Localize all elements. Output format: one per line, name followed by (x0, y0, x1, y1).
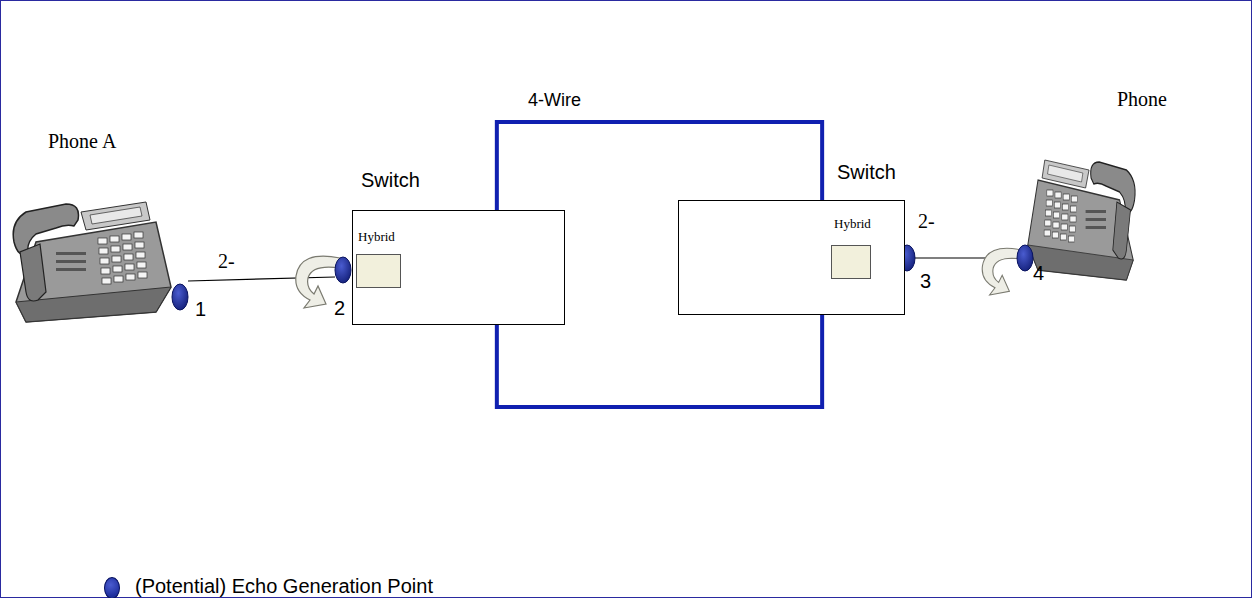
node-heading: Switch (361, 169, 420, 192)
hybrid-box: Hybrid (831, 245, 871, 279)
switch-box: SwitchHybrid (352, 210, 565, 325)
device-label: Phone (1117, 88, 1167, 111)
callout-number: 2 (334, 297, 345, 320)
device-label: Phone A (48, 130, 116, 153)
switch-box: SwitchHybrid (678, 200, 905, 315)
four-wire-trunk (497, 315, 822, 407)
four-wire-trunk (497, 122, 822, 210)
callout-number: 4 (1033, 262, 1044, 285)
wire-label: 2- (218, 250, 235, 273)
legend-swatch (104, 577, 120, 598)
legend-text: (Potential) Echo Generation Point (135, 575, 433, 598)
node-heading: Hybrid (358, 229, 395, 245)
hybrid-box: Hybrid (356, 254, 401, 288)
trunk-label: 4-Wire (528, 90, 581, 111)
callout-number: 1 (195, 298, 206, 321)
callout-number: 3 (920, 270, 931, 293)
node-heading: Hybrid (834, 216, 871, 232)
wire-label: 2- (918, 210, 935, 233)
node-heading: Switch (837, 161, 896, 184)
